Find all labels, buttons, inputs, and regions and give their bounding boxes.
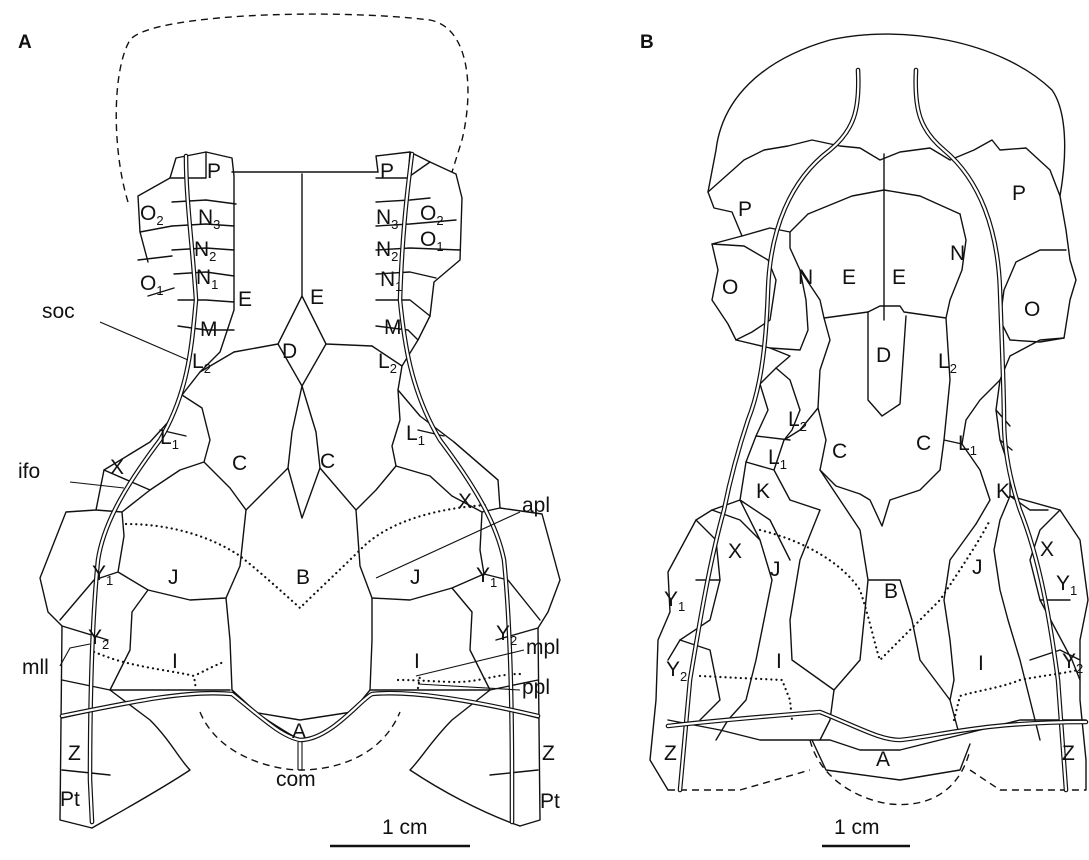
plate-l2-left-b: L2 [788, 408, 807, 434]
panel-a-label: A [18, 32, 32, 53]
plate-i-right-b: I [978, 652, 984, 675]
plate-n-right-b: N [950, 242, 965, 265]
plate-n3-right: N3 [376, 206, 398, 232]
plate-l2-right: L2 [378, 350, 397, 376]
plate-n2-left: N2 [194, 238, 216, 264]
plate-o1-right: O1 [420, 228, 444, 254]
plate-l2-left: L2 [192, 350, 211, 376]
plate-j-left: J [168, 566, 179, 589]
plate-z-right: Z [542, 742, 555, 765]
plate-y1-right: Y1 [476, 564, 497, 590]
plate-x-left-b: X [728, 540, 742, 563]
annotation-mll: mll [22, 656, 49, 679]
panel-b-label: B [640, 32, 654, 53]
plate-o-left-b: O [722, 276, 738, 299]
plate-p-right: P [380, 160, 394, 183]
annotation-apl: apl [522, 494, 550, 517]
plate-o-right-b: O [1024, 298, 1040, 321]
plate-c-right-b: C [916, 432, 931, 455]
plate-y1-right-b: Y1 [1056, 572, 1077, 598]
plate-l2-right-b: L2 [938, 350, 957, 376]
plate-z-left-b: Z [664, 742, 677, 765]
plate-b-b: B [884, 580, 898, 603]
plate-j-right-b: J [972, 556, 983, 579]
plate-l1-left: L1 [160, 426, 179, 452]
annotation-ifo: ifo [18, 460, 40, 483]
plate-pt-right: Pt [540, 790, 560, 813]
plate-d: D [282, 340, 297, 363]
plate-p-left: P [207, 160, 221, 183]
plate-m-left: M [200, 318, 218, 341]
plate-x-left: X [110, 456, 124, 479]
plate-n1-left: N1 [196, 266, 218, 292]
plate-o2-left: O2 [140, 202, 164, 228]
scale-bar-a-label: 1 cm [382, 816, 428, 839]
plate-i-left: I [172, 650, 178, 673]
plate-b: B [296, 566, 310, 589]
plate-pt-left: Pt [60, 788, 80, 811]
plate-l1-left-b: L1 [768, 446, 787, 472]
plate-c-left-b: C [832, 440, 847, 463]
plate-d-b: D [876, 344, 891, 367]
plate-l1-right: L1 [406, 422, 425, 448]
plate-j-right: J [410, 566, 421, 589]
plate-e-right: E [310, 286, 324, 309]
plate-x-right-b: X [1040, 538, 1054, 561]
plate-o1-left: O1 [140, 272, 164, 298]
plate-j-left-b: J [770, 558, 781, 581]
plate-c-right: C [320, 450, 335, 473]
plate-p-right-b: P [1012, 182, 1026, 205]
plate-n-left-b: N [798, 266, 813, 289]
annotation-soc: soc [42, 300, 75, 323]
plate-y1-left: Y1 [92, 562, 113, 588]
plate-z-right-b: Z [1062, 742, 1075, 765]
plate-k-right-b: K [996, 480, 1010, 503]
annotation-ppl: ppl [522, 676, 550, 699]
plate-a-b: A [876, 748, 890, 771]
plate-l1-right-b: L1 [958, 432, 977, 458]
plate-a-a: A [292, 720, 306, 743]
plate-y2-right: Y2 [496, 622, 517, 648]
plate-n3-left: N3 [198, 206, 220, 232]
plate-k-left-b: K [756, 480, 770, 503]
plate-c-left: C [232, 452, 247, 475]
annotation-com: com [276, 768, 316, 791]
plate-e-left-b: E [842, 266, 856, 289]
plate-p-left-b: P [738, 198, 752, 221]
plate-i-right: I [414, 650, 420, 673]
plate-n2-right: N2 [376, 238, 398, 264]
plate-y2-left-b: Y2 [666, 658, 687, 684]
panel-b-drawing [650, 34, 1088, 846]
plate-x-right: X [458, 490, 472, 513]
plate-y2-left: Y2 [88, 626, 109, 652]
annotation-mpl: mpl [526, 636, 560, 659]
scale-bar-b-label: 1 cm [834, 816, 880, 839]
plate-e-right-b: E [892, 266, 906, 289]
plate-e-left: E [238, 288, 252, 311]
plate-m-right: M [384, 316, 402, 339]
plate-y1-left-b: Y1 [664, 588, 685, 614]
plate-z-left: Z [68, 742, 81, 765]
plate-o2-right: O2 [420, 202, 444, 228]
plate-i-left-b: I [776, 650, 782, 673]
